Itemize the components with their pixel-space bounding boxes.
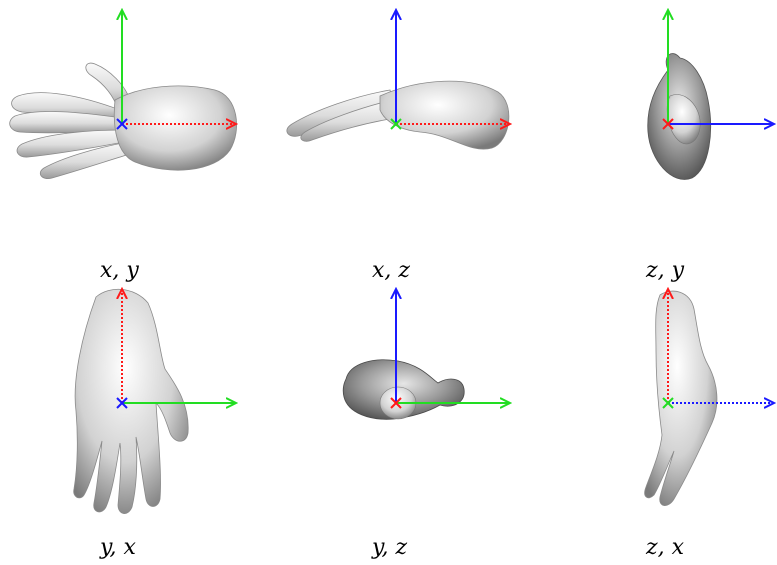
caption-xy: x, y [100, 258, 139, 283]
caption-zx: z, x [646, 535, 684, 560]
hand-zx-figure [600, 285, 777, 525]
caption-yz: y, z [372, 535, 407, 560]
panel-yz: y, z [270, 285, 530, 565]
caption-zy: z, y [646, 258, 684, 283]
hand-zy-shape [648, 54, 711, 180]
panel-yx: y, x [0, 285, 260, 565]
panel-zx: z, x [600, 285, 777, 565]
caption-yx: y, x [100, 535, 136, 560]
hand-yz-shape [343, 360, 464, 420]
hand-yx-figure [0, 285, 260, 525]
panel-xy: x, y [0, 0, 260, 270]
hand-yz-figure [270, 285, 530, 525]
hand-zy-figure [600, 0, 777, 200]
hand-xy-shape [10, 63, 237, 179]
hand-xz-shape [287, 81, 509, 149]
hand-xz-figure [270, 0, 530, 200]
panel-xz: x, z [270, 0, 530, 270]
caption-xz: x, z [372, 258, 410, 283]
panel-zy: z, y [600, 0, 777, 270]
hand-xy-figure [0, 0, 260, 200]
hand-yx-shape [74, 289, 189, 513]
hand-zx-shape [645, 291, 717, 506]
